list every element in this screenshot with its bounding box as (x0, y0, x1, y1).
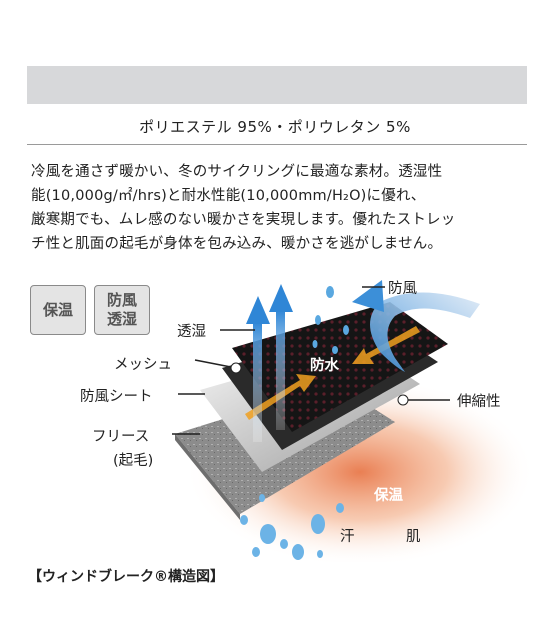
label-fleece: フリース (92, 429, 150, 445)
label-fleece-sub: (起毛) (113, 453, 154, 469)
label-waterproof: 防水 (310, 358, 339, 374)
sweat-drops (240, 494, 344, 560)
warmth-badge-label: 保温 (42, 300, 73, 319)
description-line: 厳寒期でも、ムレ感のない暖かさを実現します。優れたストレッ (31, 212, 456, 228)
wind-arrow (370, 292, 480, 372)
breathable-badge-label: 透湿 (106, 310, 137, 328)
description-line: 能(10,000g/㎡/hrs)と耐水性能(10,000mm/H₂O)に優れ、 (31, 188, 426, 204)
mesh-marker (230, 362, 242, 374)
fleece-edge (175, 434, 240, 520)
header-band (27, 66, 527, 104)
warmth-badge: 保温 (30, 285, 86, 335)
description-line: チ性と肌面の起毛が身体を包み込み、暖かさを逃がしません。 (31, 236, 443, 252)
label-mesh: メッシュ (114, 357, 172, 373)
material-composition: ポリエステル 95%・ポリウレタン 5% (139, 118, 411, 136)
windproof-badge-label: 防風 (106, 291, 137, 309)
label-breathable: 透湿 (177, 324, 206, 340)
label-skin: 肌 (406, 529, 421, 545)
breathable-arrows (246, 284, 293, 442)
stretch-marker (397, 394, 409, 406)
water-drops (312, 286, 349, 354)
description-line: 冷風を通さず暖かい、冬のサイクリングに最適な素材。透湿性 (31, 164, 443, 180)
label-sweat: 汗 (340, 529, 355, 545)
label-warmth: 保温 (374, 488, 403, 504)
product-description: 冷風を通さず暖かい、冬のサイクリングに最適な素材。透湿性 能(10,000g/㎡… (31, 160, 531, 256)
label-windproof: 防風 (388, 281, 417, 297)
fabric-structure-diagram (172, 280, 535, 562)
label-stretch: 伸縮性 (457, 394, 501, 410)
membrane-layer (232, 302, 448, 432)
label-wind-sheet: 防風シート (80, 389, 153, 405)
divider (27, 144, 527, 145)
windproof-breathable-badge: 防風 透湿 (94, 285, 150, 335)
diagram-caption: 【ウィンドブレーク®構造図】 (28, 569, 224, 585)
wind-arrowhead (352, 280, 384, 312)
leader-lines (172, 286, 450, 435)
